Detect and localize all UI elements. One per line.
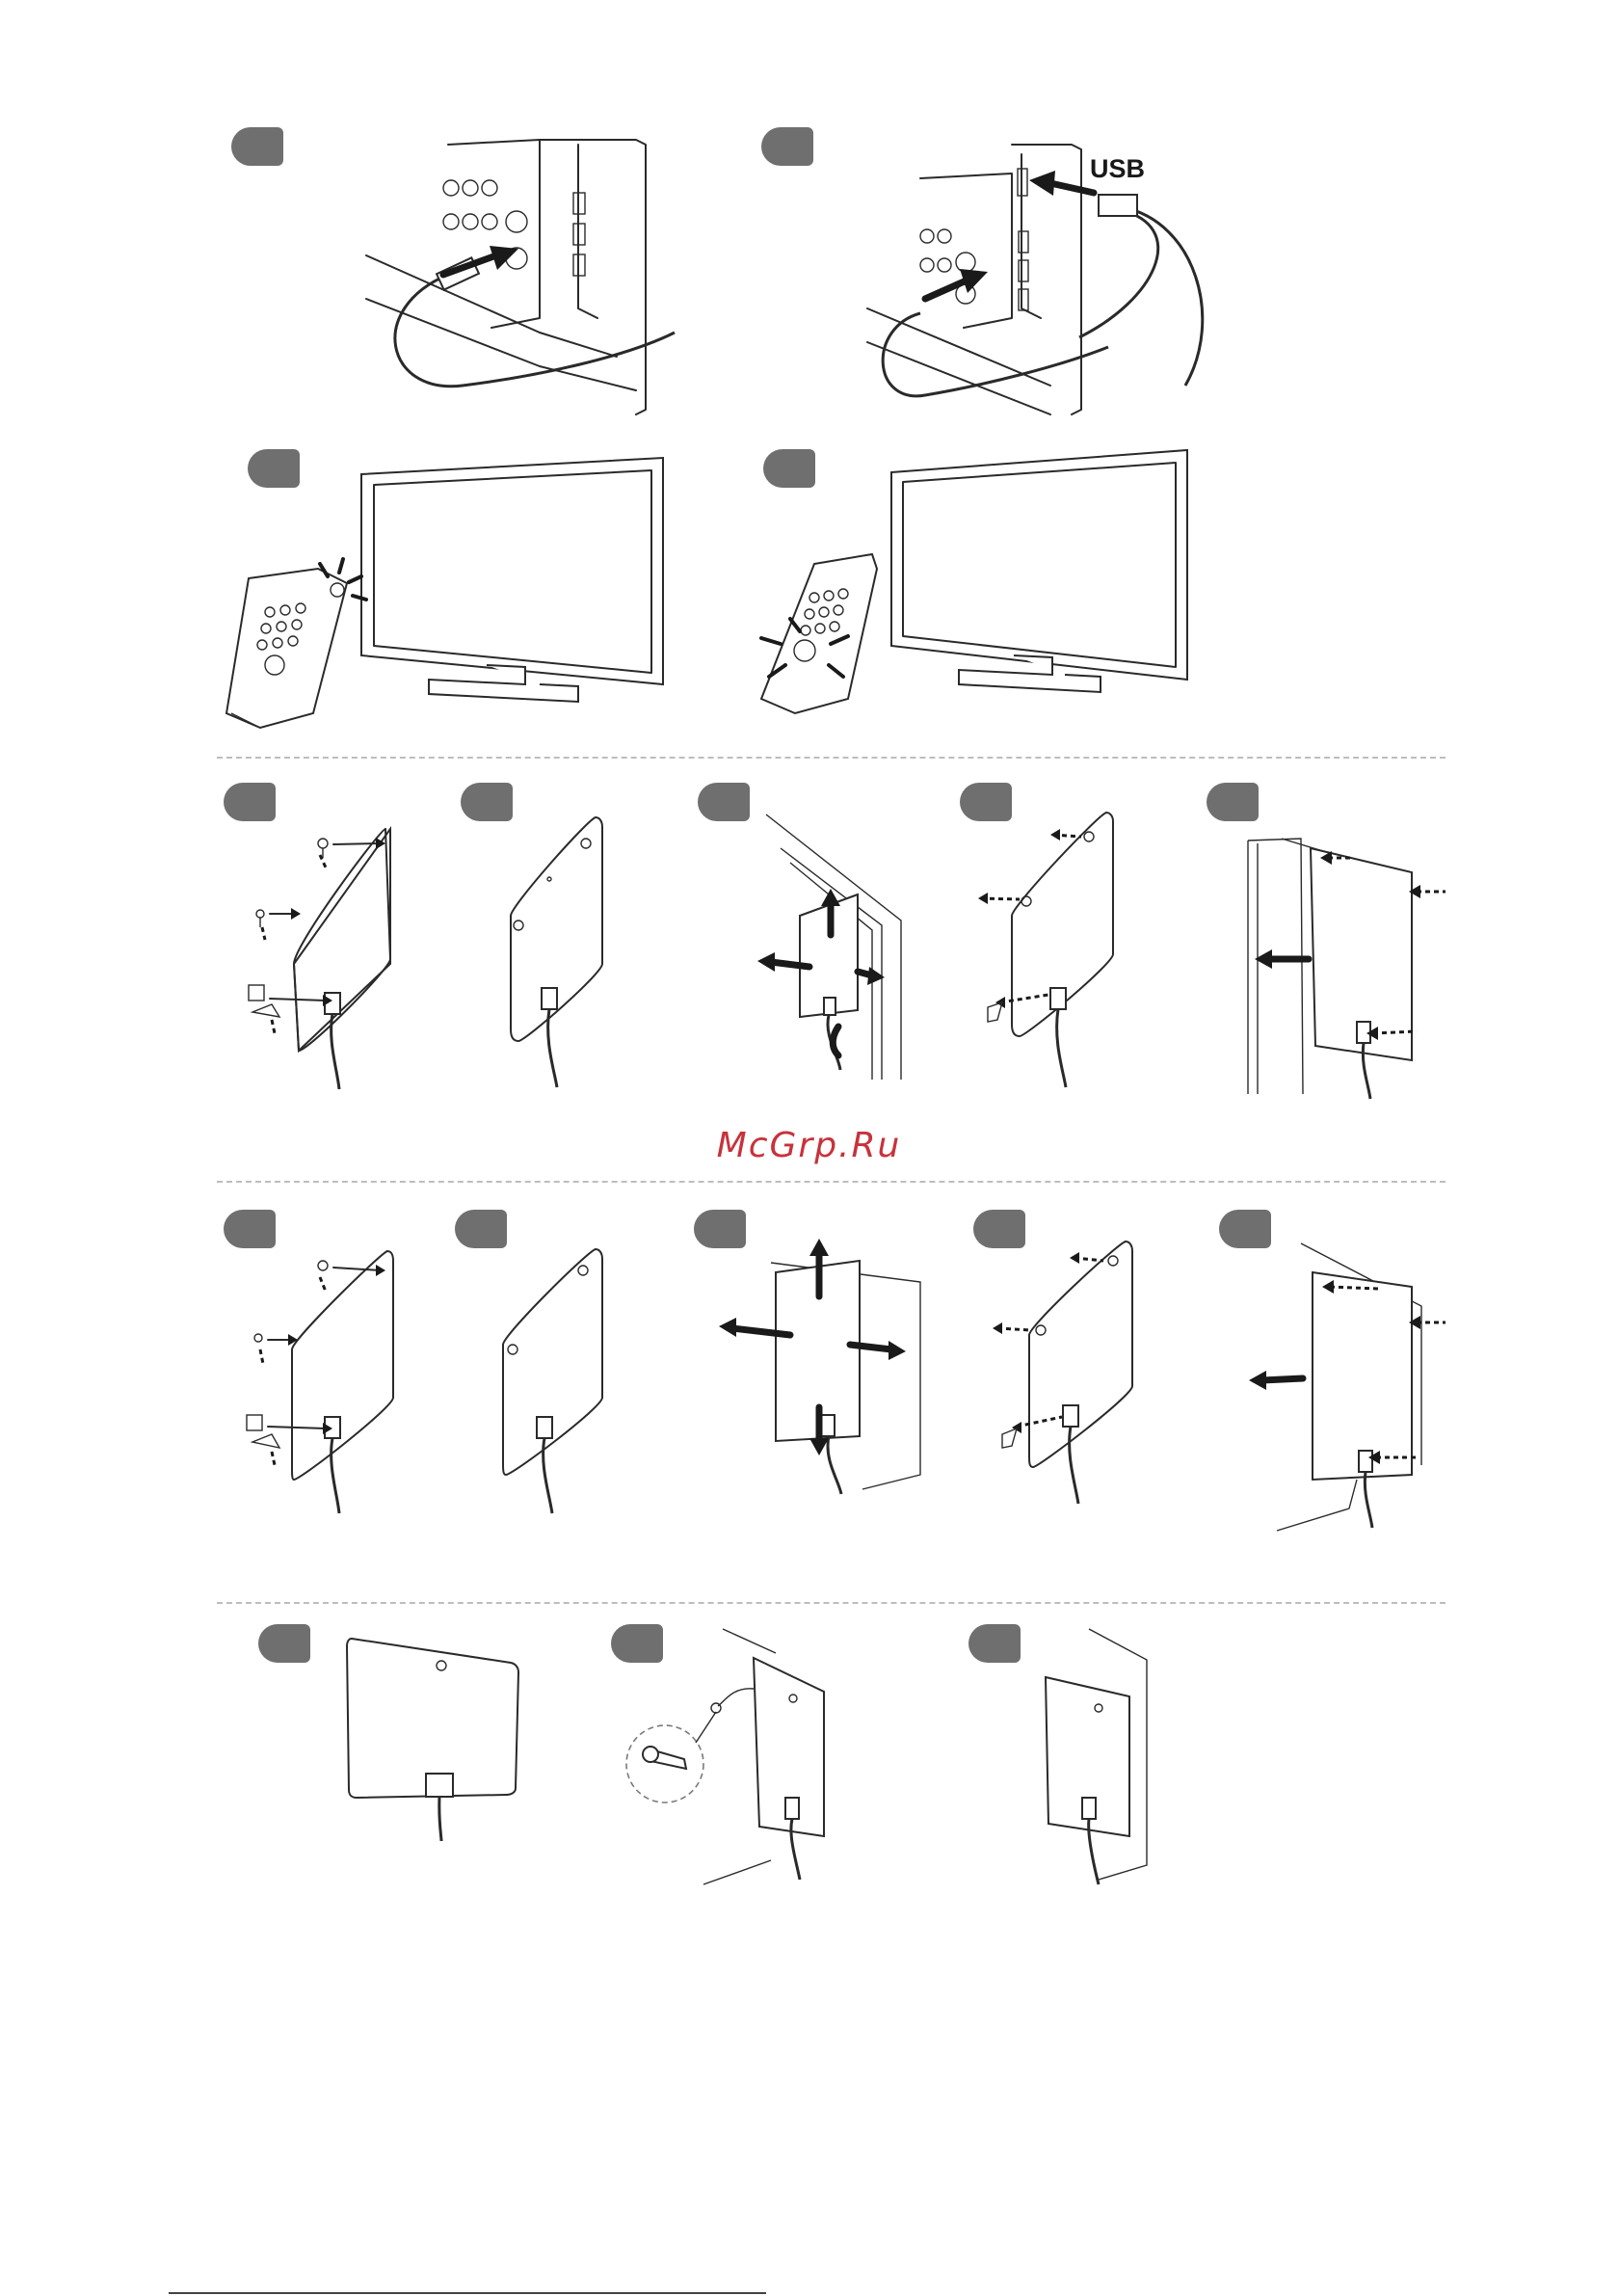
- tv-remote-power-illustration: [226, 458, 663, 728]
- antenna-accessories-removal-wall-illustration: [993, 1241, 1132, 1504]
- antenna-panel-front-illustration: [347, 1639, 518, 1841]
- antenna-accessories-wall-illustration: [247, 1251, 393, 1513]
- antenna-accessories-illustration: [249, 829, 390, 1089]
- tv-back-panel-usb-illustration: [867, 145, 1203, 414]
- window-attach-illustration: [1248, 839, 1446, 1099]
- antenna-accessories-removal-illustration: [978, 813, 1113, 1087]
- wall-attach-illustration: [1249, 1243, 1446, 1531]
- antenna-panel-wall-illustration: [503, 1249, 602, 1513]
- tv-remote-scan-illustration: [761, 450, 1187, 713]
- window-placement-illustration: [757, 814, 901, 1080]
- antenna-panel-illustration: [511, 817, 602, 1087]
- nail-hanging-illustration: [626, 1629, 824, 1884]
- antenna-wall-hung-illustration: [1046, 1629, 1147, 1884]
- footer-rule: [169, 2292, 766, 2294]
- tv-back-panel-coax-illustration: [366, 140, 675, 414]
- wall-placement-illustration: [719, 1239, 920, 1494]
